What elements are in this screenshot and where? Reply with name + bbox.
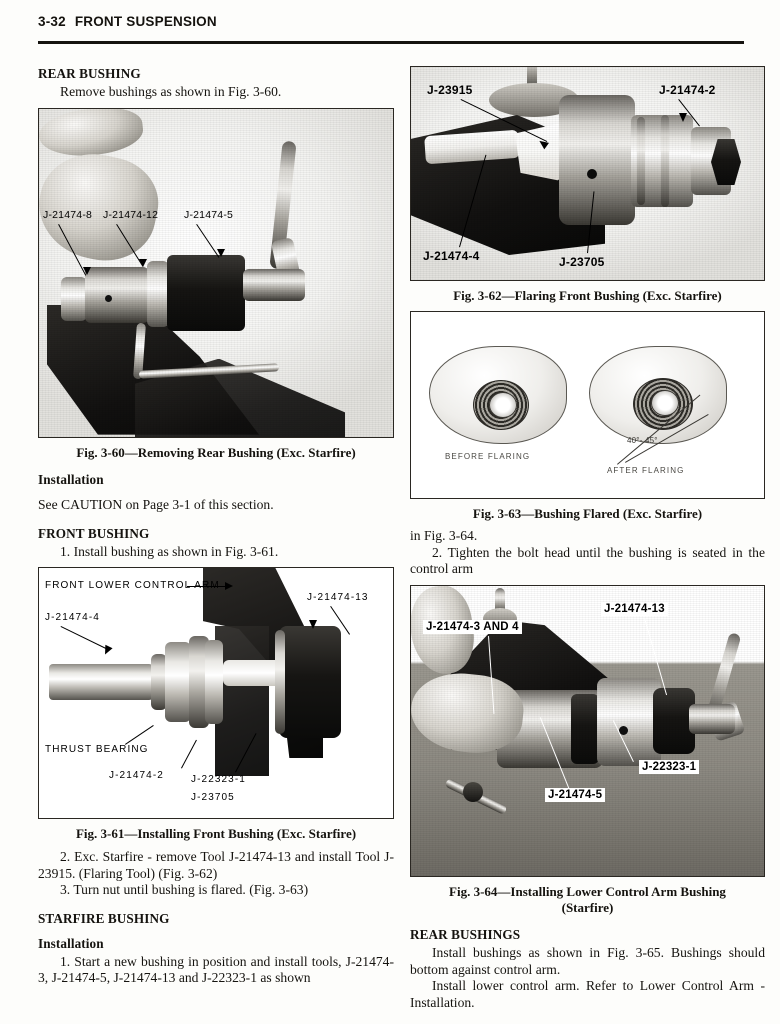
figure-3-60-photo: J-21474-8 J-21474-12 J-21474-5 [39,108,393,437]
installation-heading: Installation [38,472,104,488]
step-2-text: 2. Exc. Starfire - remove Tool J-21474-1… [38,848,394,881]
figure-3-64-caption-line2: (Starfire) [561,899,614,915]
figure-3-62-photo: J-23915 J-21474-2 J-21474-4 J-23705 [411,67,764,280]
arrow-j-21474-2-fig62 [679,113,687,122]
bar-end-knob [463,781,483,802]
rear-bushings-text1: Install bushings as shown in Fig. 3-65. … [410,945,765,977]
arrow-j12 [139,258,147,267]
tool-collar-fig64 [571,693,599,764]
callout-j-21474-4: J-21474-4 [45,612,100,624]
callout-before-flaring: BEFORE FLARING [445,451,531,461]
front-bushing-step1: 1. Install bushing as shown in Fig. 3-61… [60,543,279,559]
page-header: 3-32 FRONT SUSPENSION [38,14,744,29]
figure-3-64: J-21474-3 AND 4 J-21474-13 J-22323-1 J-2… [410,584,765,877]
tool-nut-j8 [61,276,87,321]
tool-shaft [243,268,305,301]
right-column: J-23915 J-21474-2 J-21474-4 J-23705 Fig.… [410,66,765,1011]
bushing-j-21474-13 [279,626,341,739]
callout-j-21474-2-fig62: J-21474-2 [659,83,716,97]
callout-j-23915: J-23915 [427,83,473,97]
callout-j-23705-fig62: J-23705 [559,255,605,269]
bushing-j-21474-13-fig64 [653,687,695,754]
figure-3-63: BEFORE FLARING 40°- 45° AFTER FLARING [410,310,765,499]
tool-body-j12 [85,266,149,323]
collar-a [165,642,191,723]
callout-thrust-bearing: THRUST BEARING [45,744,149,756]
rear-bushings-text2: Install lower control arm. Refer to Lowe… [410,978,765,1010]
caution-text: See CAUTION on Page 3-1 of this section. [38,497,274,513]
arrow-j-21474-13 [309,620,317,630]
callout-j-21474-13: J-21474-13 [307,592,369,604]
header-rule [38,41,744,44]
callout-j-22323-1-fig64: J-22323-1 [639,759,700,774]
figure-3-64-photo: J-21474-3 AND 4 J-21474-13 J-22323-1 J-2… [411,585,764,876]
starfire-step1: 1. Start a new bushing in position and i… [38,953,394,986]
callout-j-21474-8: J-21474-8 [43,208,93,221]
figure-3-62-caption: Fig. 3-62—Flaring Front Bushing (Exc. St… [453,288,722,303]
rear-bushing-heading: REAR BUSHING [38,66,141,81]
rear-bushings-heading: REAR BUSHINGS [410,927,521,943]
starfire-installation-heading: Installation [38,935,104,951]
collar-b [189,636,209,729]
control-arm-web [215,626,269,777]
callout-angle: 40°- 45° [627,435,658,445]
callout-j-21474-5-fig64: J-21474-5 [545,787,606,802]
tool-shaft-j-21474-4 [49,664,153,701]
thrust-bearing-part [151,654,167,711]
figure-3-60-caption: Fig. 3-60—Removing Rear Bushing (Exc. St… [76,444,356,460]
after-flaring-bore [651,389,679,416]
page-number: 3-32 [38,14,66,29]
callout-after-flaring: AFTER FLARING [607,465,685,475]
callout-j-21474-3-and-4: J-21474-3 AND 4 [423,619,522,634]
figure-3-63-caption: Fig. 3-63—Bushing Flared (Exc. Starfire) [472,505,703,521]
tool-hole-fig64 [619,725,628,735]
figure-3-61: FRONT LOWER CONTROL ARM J-21474-4 J-2147… [38,567,394,820]
callout-j-21474-2: J-21474-2 [109,770,164,782]
callout-j-21474-4-fig62: J-21474-4 [423,249,480,263]
header-line: 3-32 FRONT SUSPENSION [38,14,744,29]
leader-j5 [196,223,220,258]
figure-3-60: J-21474-8 J-21474-12 J-21474-5 [38,107,394,438]
tool-end-dot [105,294,112,302]
arrow-control-arm [225,582,233,591]
tool-barrel-main [559,95,635,225]
flaring-tool-j-23915 [515,123,561,181]
tool-collar [147,260,169,327]
starfire-bushing-heading: STARFIRE BUSHING [38,910,170,926]
hand-upper [39,108,146,160]
right-step-2: 2. Tighten the bolt head until the bushi… [410,544,765,577]
figure-3-63-drawing: BEFORE FLARING 40°- 45° AFTER FLARING [411,311,764,498]
callout-j-21474-5: J-21474-5 [184,208,234,221]
callout-j-23705: J-23705 [191,792,235,804]
tool-ring-1 [637,117,645,205]
continuation-text: in Fig. 3-64. [410,528,478,544]
leader-control-arm [187,586,227,588]
collar-c [205,640,223,725]
hex-nut [711,139,741,185]
callout-j-22323-1: J-22323-1 [191,774,246,786]
rear-bushing-text: Remove bushings as shown in Fig. 3-60. [60,84,282,99]
section-title: FRONT SUSPENSION [74,14,217,29]
left-column: REAR BUSHING Remove bushings as shown in… [38,66,394,987]
figure-3-64-caption-line1: Fig. 3-64—Installing Lower Control Arm B… [449,883,726,899]
stud-top-fig64 [495,587,505,614]
stud-top [527,67,537,93]
tool-hole-j-23705 [587,169,597,179]
tool-ring-2 [661,115,669,207]
front-bushing-heading: FRONT BUSHING [38,525,150,541]
figure-3-62: J-23915 J-21474-2 J-21474-4 J-23705 [410,66,765,281]
callout-front-lower-control-arm: FRONT LOWER CONTROL ARM [45,580,220,592]
step-3-text: 3. Turn nut until bushing is flared. (Fi… [60,882,309,898]
callout-j-21474-12: J-21474-12 [103,208,159,221]
callout-j-21474-13-fig64: J-21474-13 [601,601,668,616]
arrow-j8 [83,266,91,275]
figure-3-61-drawing: FRONT LOWER CONTROL ARM J-21474-4 J-2147… [39,568,393,819]
bushing-ring [275,630,285,735]
tool-sleeve-j5 [167,254,245,331]
arrow-j5 [217,248,225,257]
figure-3-61-caption: Fig. 3-61—Installing Front Bushing (Exc.… [75,826,357,842]
hand-lower [39,143,167,270]
tool-shaft-fig64 [689,703,735,734]
before-flaring-bore [489,391,517,418]
